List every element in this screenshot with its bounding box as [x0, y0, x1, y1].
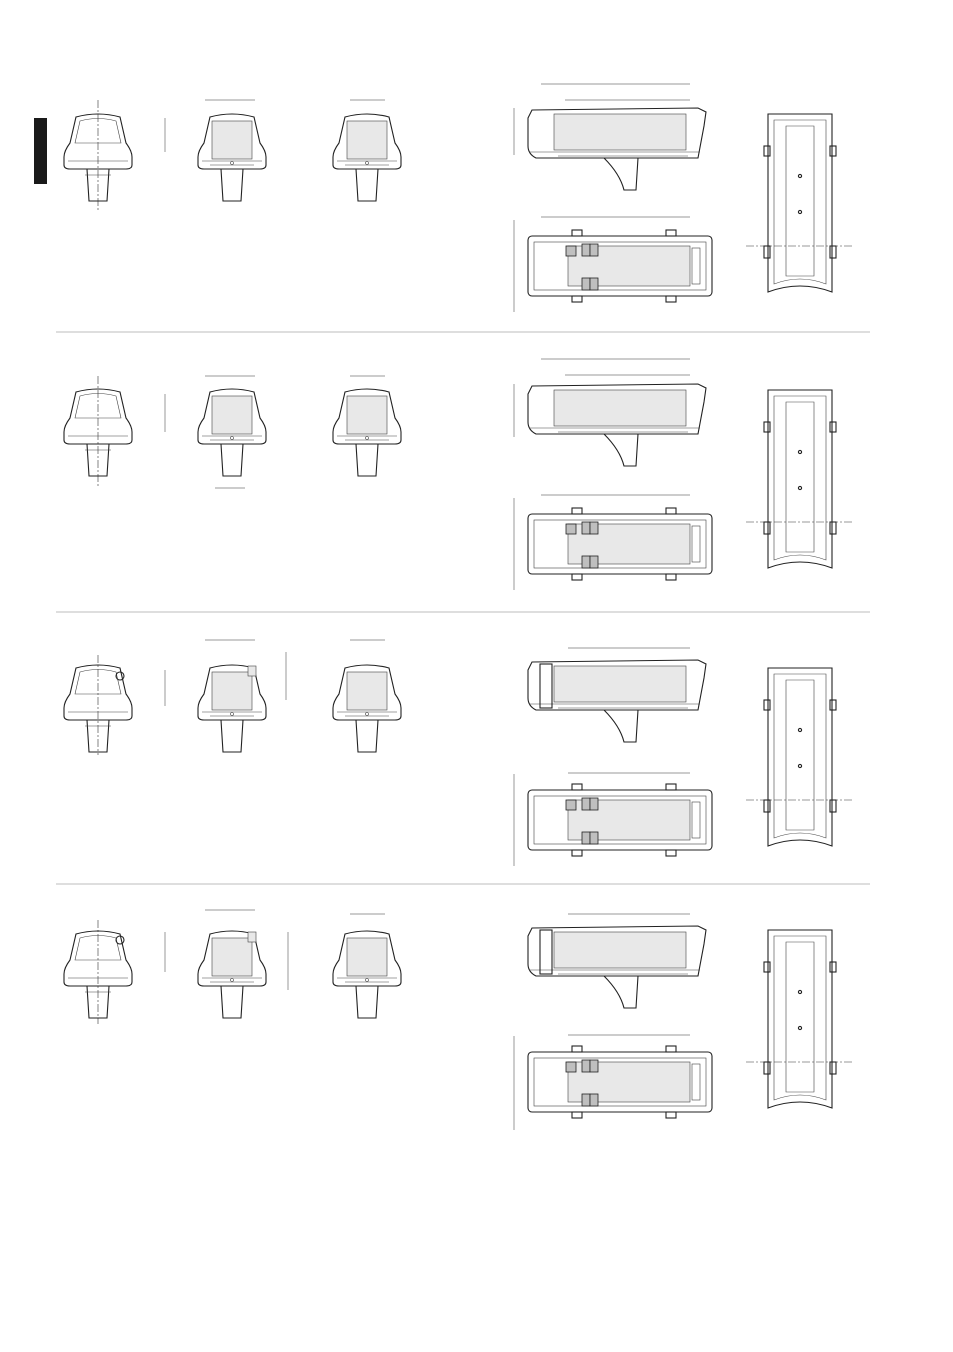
- row-2-drawings: [64, 359, 854, 590]
- row-3-drawings: [64, 640, 854, 866]
- row-1-drawings: [64, 84, 854, 312]
- row-4-drawings: [64, 910, 854, 1130]
